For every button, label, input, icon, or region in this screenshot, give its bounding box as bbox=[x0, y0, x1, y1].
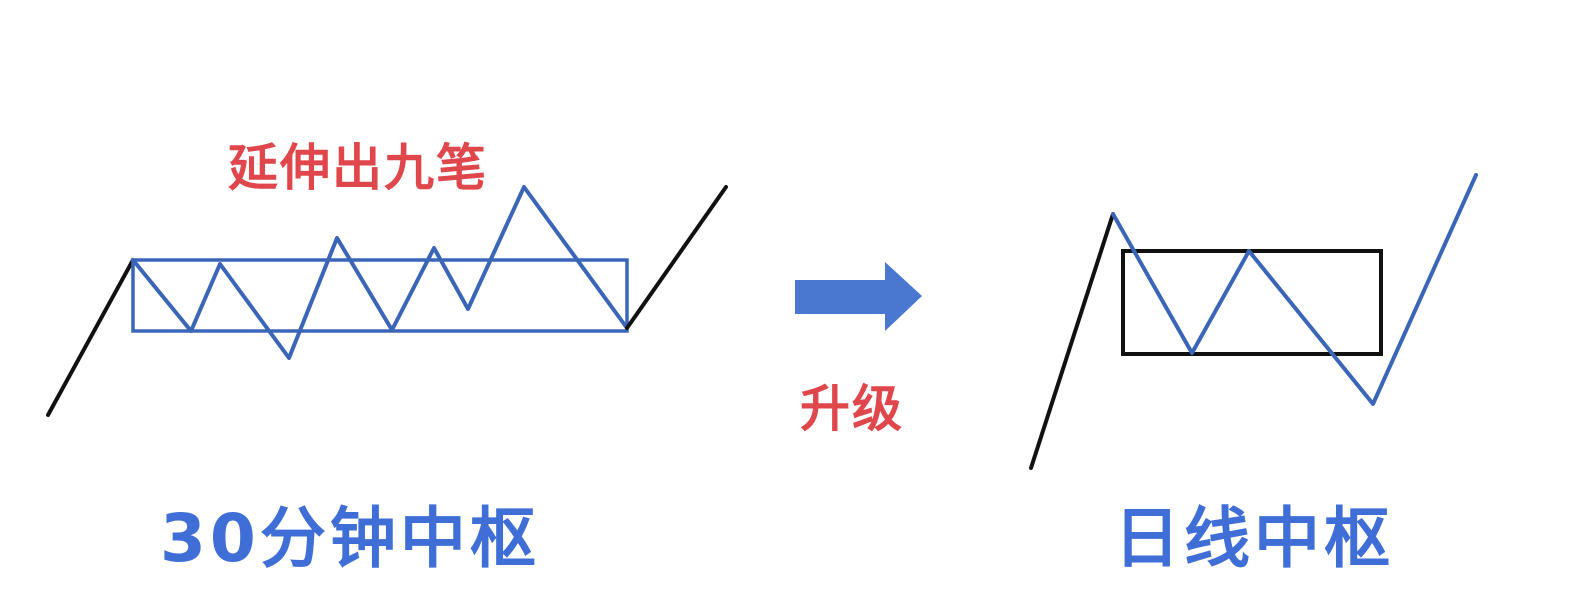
left-pivot-group bbox=[46, 185, 728, 417]
right-pivot-group bbox=[1029, 173, 1478, 470]
upgrade-label: 升级 bbox=[800, 380, 904, 438]
right-entry-line bbox=[1029, 212, 1115, 470]
extend-nine-strokes-label: 延伸出九笔 bbox=[228, 139, 488, 197]
left-pivot-box bbox=[131, 258, 629, 333]
thirty-minute-pivot-title: 30分钟中枢 bbox=[160, 500, 540, 577]
daily-pivot-title: 日线中枢 bbox=[1114, 500, 1394, 577]
left-exit-line bbox=[625, 185, 728, 330]
right-pivot-box bbox=[1121, 249, 1383, 356]
left-zigzag-line bbox=[131, 185, 629, 360]
right-zigzag-line bbox=[1111, 173, 1478, 406]
right-arrow-icon bbox=[795, 262, 922, 331]
left-entry-line bbox=[46, 258, 135, 417]
